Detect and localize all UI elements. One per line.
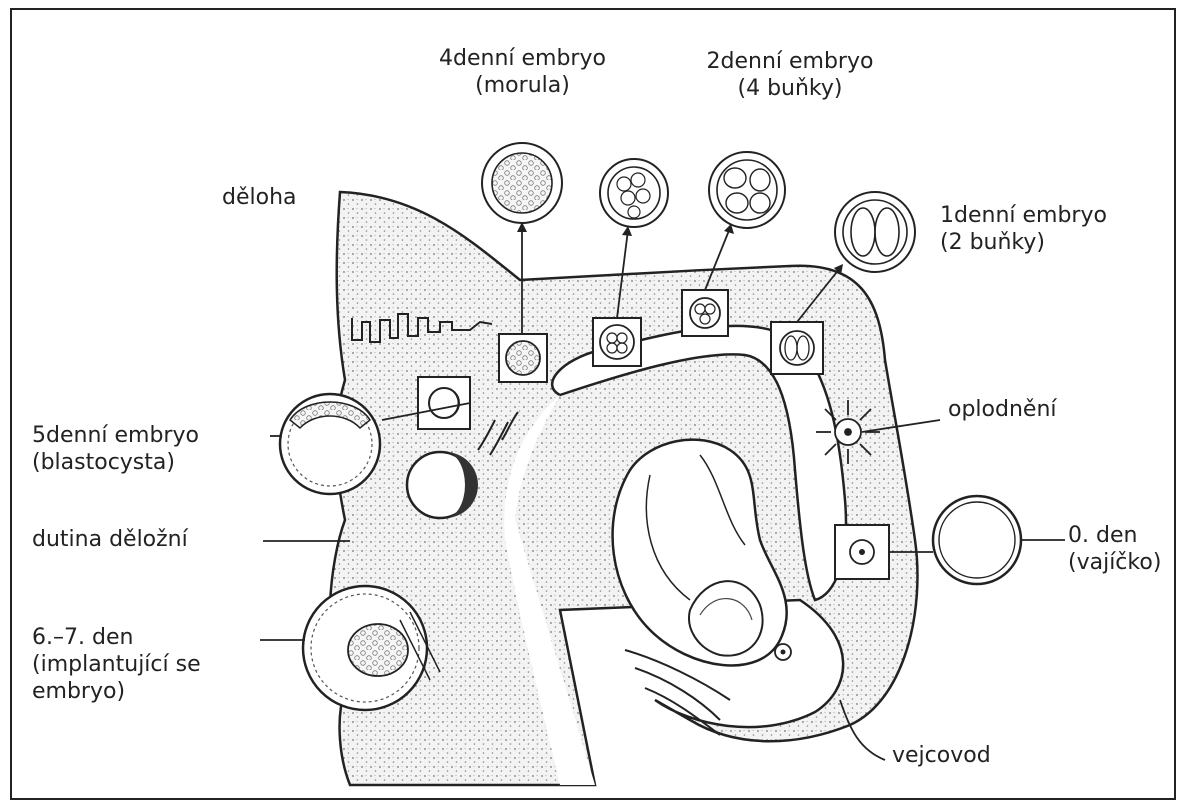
label-day5: 5denní embryo (blastocysta): [32, 422, 199, 476]
label-day2-line2: (4 buňky): [690, 75, 890, 102]
label-day5-line2: (blastocysta): [32, 449, 199, 476]
label-day6-7: 6.–7. den (implantující se embryo): [32, 624, 201, 705]
label-day67-line3: embryo): [32, 678, 201, 705]
label-day2-line1: 2denní embryo: [690, 48, 890, 75]
label-day2: 2denní embryo (4 buňky): [690, 48, 890, 102]
label-day4: 4denní embryo (morula): [410, 45, 635, 99]
label-day4-line2: (morula): [410, 72, 635, 99]
label-day5-line1: 5denní embryo: [32, 422, 199, 449]
label-day0-line1: 0. den: [1068, 522, 1161, 549]
label-day1: 1denní embryo (2 buňky): [940, 202, 1107, 256]
label-day1-line2: (2 buňky): [940, 229, 1107, 256]
label-day1-line1: 1denní embryo: [940, 202, 1107, 229]
fertilization-icon: [816, 400, 880, 464]
label-day67-line2: (implantující se: [32, 651, 201, 678]
label-uterine-cavity: dutina děložní: [32, 526, 188, 553]
label-day4-line1: 4denní embryo: [410, 45, 635, 72]
label-day0: 0. den (vajíčko): [1068, 522, 1161, 576]
label-day67-line1: 6.–7. den: [32, 624, 201, 651]
label-day0-line2: (vajíčko): [1068, 549, 1161, 576]
label-oviduct: vejcovod: [892, 742, 991, 769]
label-uterus: děloha: [222, 184, 297, 211]
label-fertilization: oplodnění: [948, 396, 1057, 423]
